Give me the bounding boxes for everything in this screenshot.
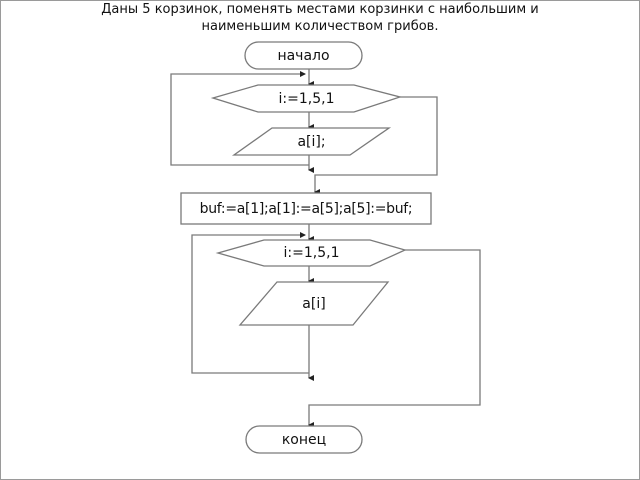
output1-label: a[i] — [302, 295, 326, 312]
start-label: начало — [277, 47, 330, 64]
process-label: buf:=a[1];a[1]:=a[5];a[5]:=buf; — [199, 200, 413, 217]
start-terminal-shape — [244, 41, 363, 70]
loop1-label: i:=1,5,1 — [278, 90, 335, 107]
loop1-return-path — [170, 71, 309, 166]
loop2-return-path — [191, 232, 309, 374]
loop2-exit-path — [308, 249, 481, 428]
output1-parallelogram-shape — [238, 281, 390, 326]
end-label: конец — [281, 431, 327, 448]
task-title-line-1: Даны 5 корзинок, поменять местами корзин… — [101, 2, 539, 17]
end-terminal-shape — [245, 425, 363, 454]
loop1-exit-path — [314, 96, 438, 195]
loop2-label: i:=1,5,1 — [283, 245, 340, 261]
task-title: Даны 5 корзинок, поменять местами корзин… — [0, 1, 640, 35]
input1-parallelogram-shape — [231, 127, 392, 156]
input1-label: a[i]; — [297, 133, 326, 150]
task-title-line-2: наименьшим количеством грибов. — [201, 19, 439, 34]
process-rectangle-shape — [180, 192, 432, 225]
